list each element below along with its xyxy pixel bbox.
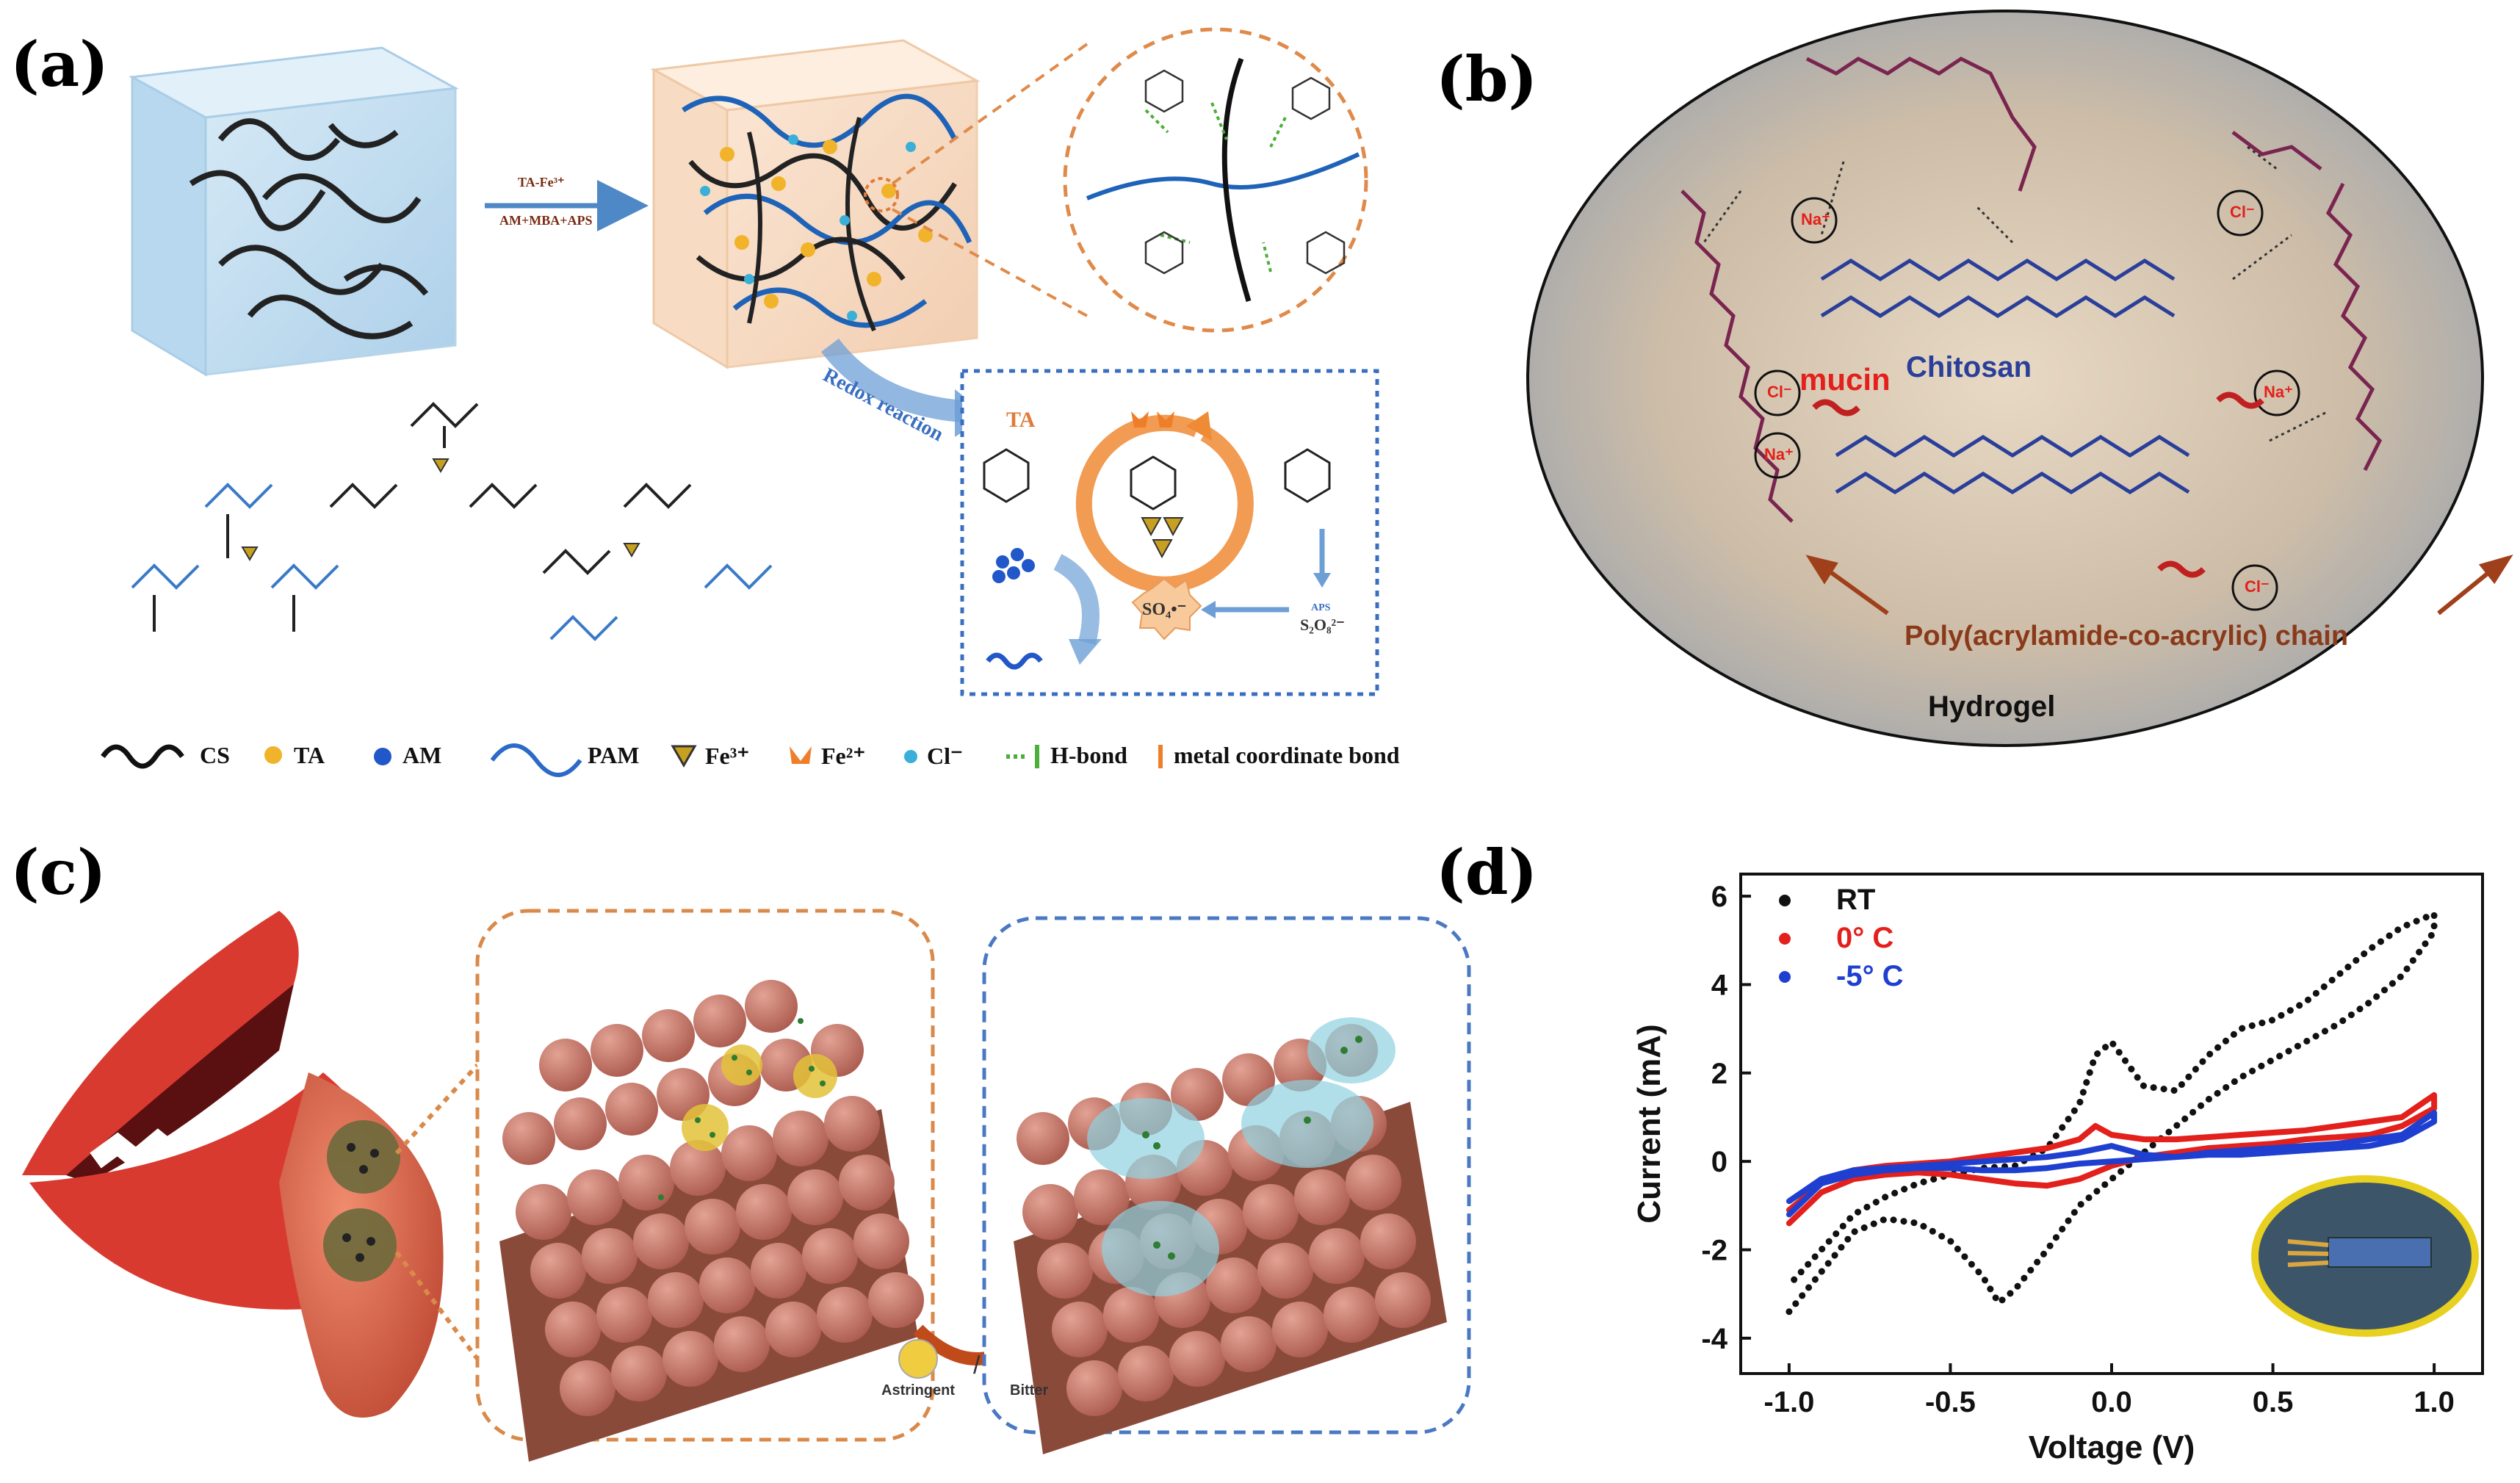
panel-c-letter: (c) [10,836,106,909]
panel-c-diagram [22,909,1471,1462]
y-tick-label: 0 [1711,1146,1727,1178]
electrode-lead-1 [2287,1239,2329,1247]
zoom-circle [891,27,1368,333]
legend-marker-2 [1779,971,1791,983]
panel-a-letter: (a) [10,28,109,101]
legend-cs: CS [200,742,230,768]
legend-label-1: 0° C [1836,922,1893,954]
y-tick-label: -2 [1701,1235,1727,1267]
y-tick-label: 4 [1711,969,1728,1001]
legend-marker-0 [1779,895,1791,906]
ion-cl-1: Cl⁻ [2230,203,2255,221]
cube-network [650,39,981,369]
panel-d-letter: (d) [1436,836,1538,909]
cube-cs [129,46,459,377]
mouth-illustration [22,911,480,1418]
legend-metal-coordinate-bond: metal coordinate bond [1174,742,1400,768]
panel-b-letter: (b) [1436,43,1538,115]
panel-a-diagram [101,27,1379,777]
legend-fe3: Fe³⁺ [705,743,750,769]
arrow-bottom-label: AM+MBA+APS [499,213,593,228]
bitter-label: Bitter [1010,1382,1049,1399]
s2o8-label: S₂O₈²⁻ [1300,616,1345,634]
legend-marker-1 [1779,933,1791,945]
x-tick-label: 0.0 [2091,1386,2132,1418]
astringent-label: Astringent [881,1382,955,1399]
series-line-1 [1786,1091,2438,1227]
sensor-chip [2328,1237,2432,1268]
astringent-box [475,909,935,1462]
legend-label-0: RT [1836,884,1875,916]
chain-label: Poly(acrylamide-co-acrylic) chain [1905,621,2349,652]
arrow-top-label: TA-Fe³⁺ [518,175,565,190]
x-tick-label: 0.5 [2253,1386,2294,1418]
legend-glyphs [101,743,1163,777]
hydrogel-label: Hydrogel [1928,690,2056,723]
coordination-structures [131,402,773,641]
x-tick-label: -1.0 [1763,1386,1814,1418]
series-line-2 [1786,1110,2438,1218]
ion-na-3: Na⁺ [1764,445,1794,463]
aps-label: APS [1311,602,1331,613]
legend-cl: Cl⁻ [927,743,963,769]
fe3-markers [241,458,640,561]
ta-label: TA [1006,408,1036,432]
so4-label: SO₄•⁻ [1142,600,1187,619]
chitosan-label: Chitosan [1906,351,2032,383]
electrode-lead-2 [2287,1251,2329,1256]
x-tick-label: -0.5 [1925,1386,1976,1418]
y-tick-label: 2 [1711,1058,1727,1090]
legend-am: AM [402,742,442,768]
ion-na-1: Na⁺ [1801,210,1830,228]
ion-cl-2: Cl⁻ [1767,383,1792,401]
legend-label-2: -5° C [1836,960,1904,992]
ion-cl-3: Cl⁻ [2245,577,2270,596]
x-tick-label: 1.0 [2414,1386,2455,1418]
y-tick-label: 6 [1711,881,1727,913]
legend-pam: PAM [588,742,640,768]
mucin-label: mucin [1799,362,1891,397]
panel-b-diagram [1526,10,2513,747]
y-axis-label: Current (mA) [1631,1024,1667,1223]
ion-na-2: Na⁺ [2264,383,2293,401]
legend-fe2: Fe²⁺ [821,743,866,769]
legend-ta: TA [294,742,325,768]
separator-label: / [973,1352,981,1379]
legend-hbond: H-bond [1050,742,1127,768]
y-tick-label: -4 [1701,1323,1727,1355]
bitter-box [982,916,1471,1454]
redox-box [960,369,1379,696]
electrode-lead-3 [2287,1260,2329,1267]
x-axis-label: Voltage (V) [2029,1429,2195,1465]
